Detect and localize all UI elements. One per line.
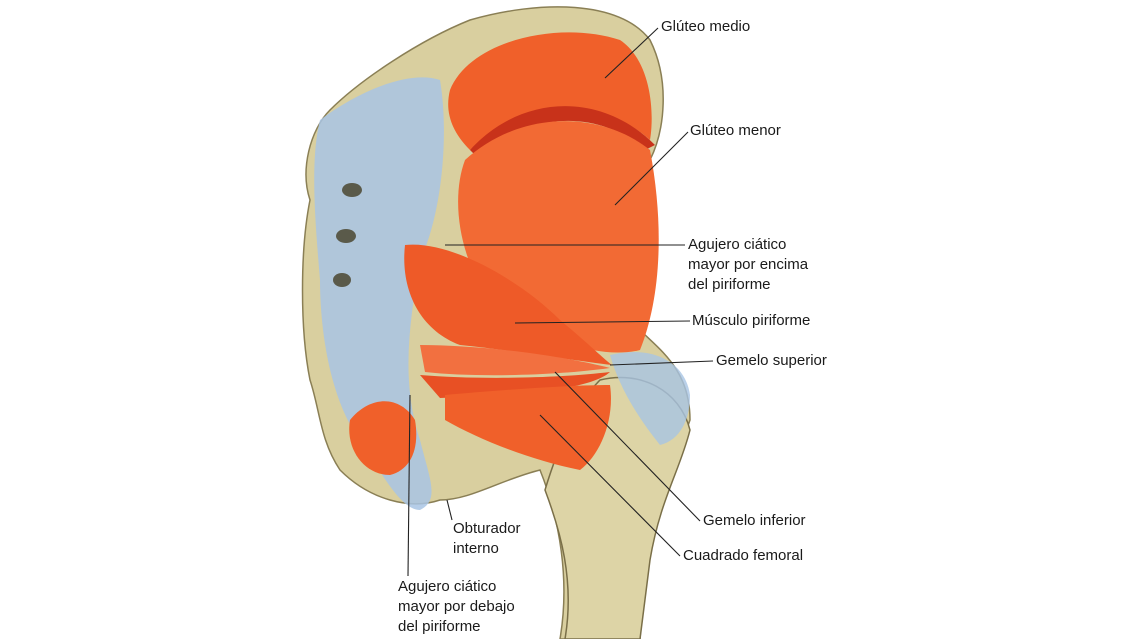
label-agujero-ciatico-encima: Agujero ciático mayor por encima del pir… bbox=[688, 235, 808, 295]
leader-lines bbox=[407, 27, 714, 577]
sacral-foramen bbox=[333, 273, 351, 287]
label-gluteo-medio: Glúteo medio bbox=[661, 18, 751, 35]
label-line: del piriforme bbox=[688, 276, 771, 293]
piriformis bbox=[404, 244, 612, 365]
label-cuadrado-femoral: Cuadrado femoral bbox=[683, 547, 804, 564]
label-line: mayor por encima bbox=[688, 256, 809, 273]
label-musculo-piriforme: Músculo piriforme bbox=[692, 312, 811, 329]
quadratus-femoris bbox=[445, 385, 611, 470]
gluteus-medius-edge bbox=[470, 106, 655, 158]
label-line: Obturador bbox=[453, 520, 521, 537]
label-gluteo-menor: Glúteo menor bbox=[690, 122, 781, 139]
label-agujero-ciatico-debajo: Agujero ciático mayor por debajo del pir… bbox=[398, 577, 515, 637]
gemellus-superior bbox=[420, 345, 610, 376]
label-obturador-interno: Obturador interno bbox=[453, 519, 521, 559]
label-gemelo-superior: Gemelo superior bbox=[716, 352, 827, 369]
label-line: mayor por debajo bbox=[398, 598, 515, 615]
label-gemelo-inferior: Gemelo inferior bbox=[703, 512, 806, 529]
gluteus-medius bbox=[448, 32, 652, 150]
sacral-foramen bbox=[336, 229, 356, 243]
label-line: Agujero ciático bbox=[688, 236, 787, 253]
obturator-internus bbox=[349, 401, 417, 475]
gemellus-inferior bbox=[420, 372, 610, 398]
sacral-foramen bbox=[342, 183, 362, 197]
label-line: del piriforme bbox=[398, 618, 481, 635]
label-line: interno bbox=[453, 540, 499, 557]
label-line: Agujero ciático bbox=[398, 578, 497, 595]
gluteal-ligament-lower bbox=[610, 351, 690, 445]
